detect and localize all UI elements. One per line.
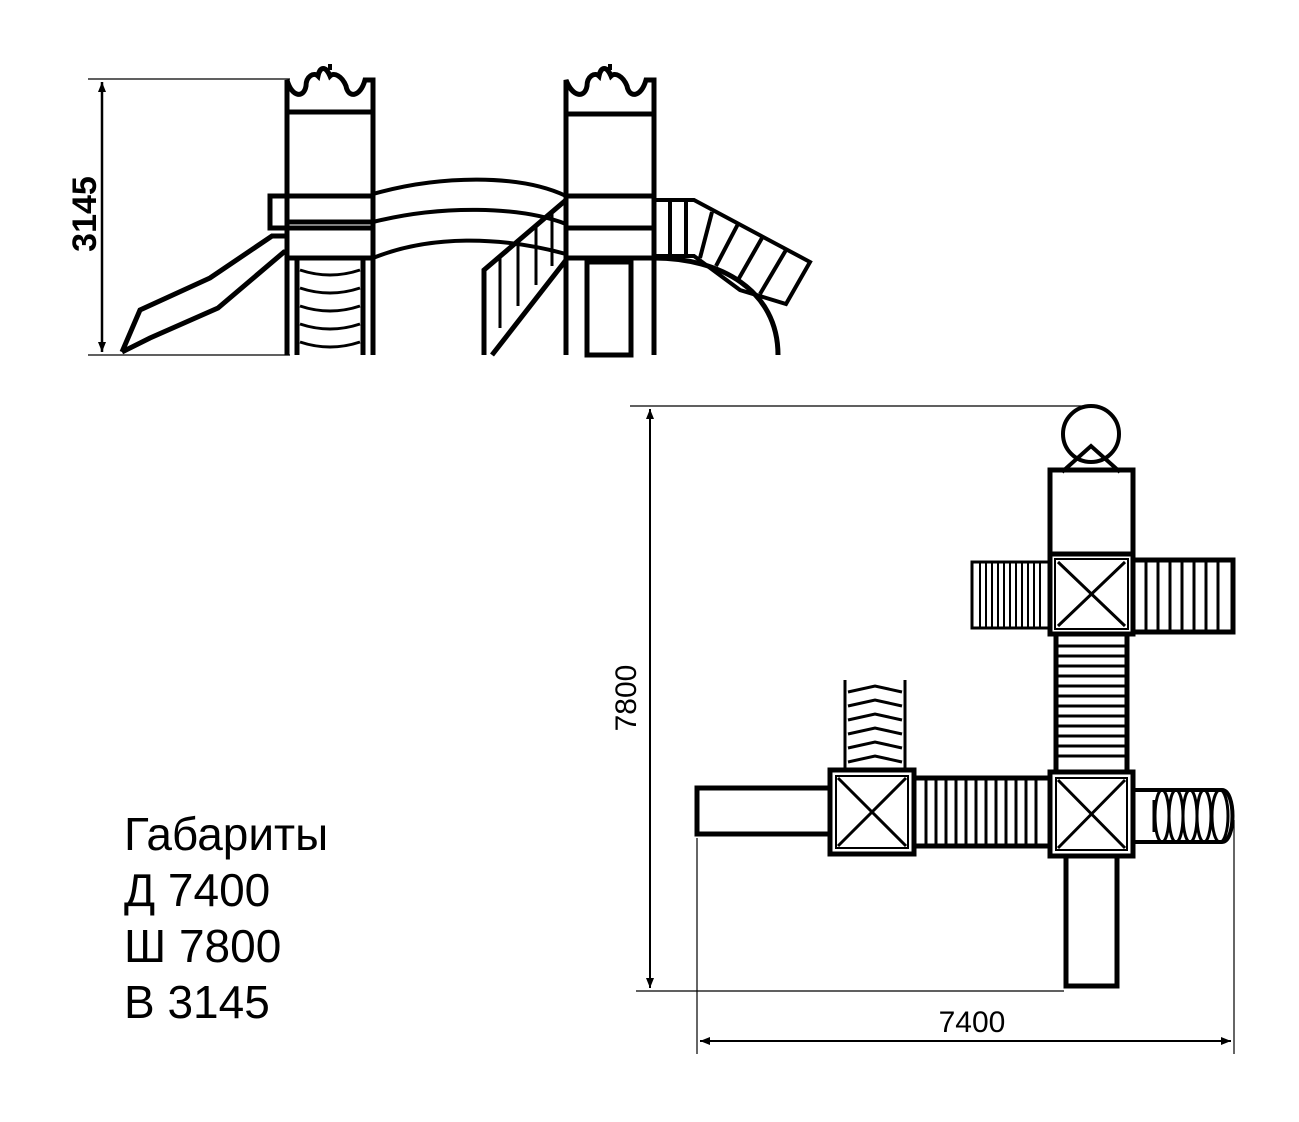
height-dimension: 3145 bbox=[66, 78, 290, 356]
dimensions-spec: Габариты Д 7400 Ш 7800 В 3145 bbox=[124, 806, 328, 1030]
plan-upper-left-grating bbox=[970, 560, 1052, 630]
plan-top-box bbox=[1047, 467, 1136, 557]
middle-stair bbox=[481, 198, 568, 357]
width-dimension: 7800 bbox=[610, 405, 1096, 992]
spec-title: Габариты bbox=[124, 808, 329, 860]
spec-height: В 3145 bbox=[124, 976, 270, 1028]
plan-upper-platform bbox=[1047, 551, 1136, 637]
height-dimension-label: 3145 bbox=[66, 176, 104, 252]
plan-upper-right-grating bbox=[1130, 557, 1236, 635]
side-view: 3145 bbox=[66, 64, 813, 358]
plan-tunnel bbox=[1133, 788, 1235, 844]
spec-width: Ш 7800 bbox=[124, 920, 282, 972]
right-bridge bbox=[653, 198, 813, 356]
length-dimension-label: 7400 bbox=[939, 1006, 1006, 1039]
right-tower bbox=[563, 64, 657, 358]
plan-left-slide bbox=[694, 785, 833, 837]
left-tower bbox=[267, 64, 376, 355]
plan-ladder bbox=[843, 680, 907, 770]
plan-horizontal-bridge bbox=[911, 775, 1053, 849]
plan-view: 7800 7400 bbox=[610, 404, 1236, 1054]
plan-left-platform bbox=[827, 767, 917, 857]
side-slide bbox=[119, 233, 288, 355]
plan-round-top bbox=[1060, 404, 1122, 474]
spec-length: Д 7400 bbox=[124, 864, 271, 916]
length-dimension: 7400 bbox=[696, 820, 1235, 1054]
width-dimension-label: 7800 bbox=[610, 665, 643, 732]
plan-bottom-slide bbox=[1063, 853, 1120, 989]
plan-right-platform bbox=[1047, 769, 1136, 859]
plan-vertical-bridge bbox=[1053, 631, 1130, 775]
